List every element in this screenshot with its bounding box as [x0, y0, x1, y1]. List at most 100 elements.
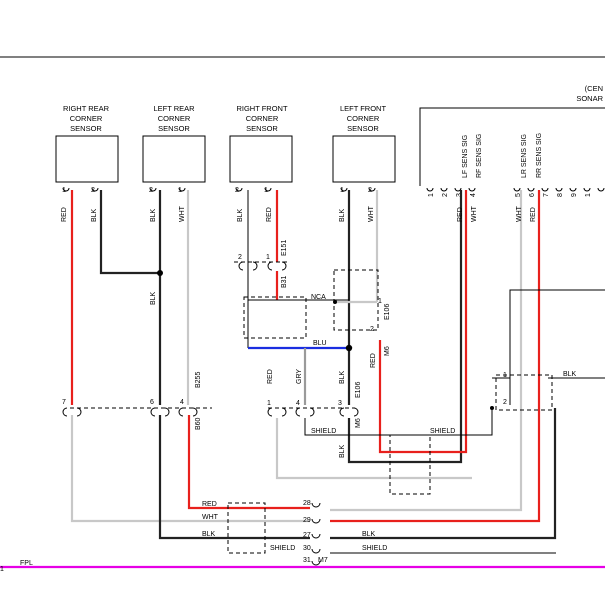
- sensor-title-line: SENSOR: [347, 124, 379, 133]
- connector-id: M7: [318, 557, 328, 564]
- pin-number: 2: [503, 399, 507, 406]
- sensor-title-line: LEFT REAR: [153, 104, 195, 113]
- module-title: SONAR: [576, 94, 603, 103]
- wire-red: [187, 415, 310, 510]
- wire-color-label: BLU: [313, 340, 327, 347]
- pin-number: 1: [378, 298, 382, 305]
- sonar-module: (CEN SONAR LF SENS SIG RF SENS SIG LR SE…: [419, 84, 605, 197]
- wire-color-label: WHT: [516, 205, 523, 222]
- wire-color-label: WHT: [368, 205, 375, 222]
- wire-color-label: NCA: [311, 294, 326, 301]
- pin-number: 4: [296, 400, 300, 407]
- sensor-body: [332, 135, 396, 183]
- left-front-sensor: LEFT FRONT CORNER SENSOR 1 2: [332, 104, 396, 194]
- sensor-title-line: SENSOR: [158, 124, 190, 133]
- shield-boundary: [243, 296, 307, 339]
- sensor-title-line: RIGHT REAR: [63, 104, 110, 113]
- pin-number: 5: [515, 193, 522, 197]
- wire-color-label: BLK: [339, 444, 346, 458]
- shield-boundary: [389, 434, 431, 495]
- wire-color-label: BLK: [91, 208, 98, 222]
- connector-id: B60: [195, 417, 202, 430]
- pin-number: 7: [543, 193, 550, 197]
- wire-color-label: RED: [530, 207, 537, 222]
- module-pin-label: RF SENS SIG: [476, 134, 483, 178]
- left-rear-sensor: LEFT REAR CORNER SENSOR 2 1: [142, 104, 206, 194]
- pin-number: 1: [585, 193, 592, 197]
- pin-number: 6: [150, 399, 154, 406]
- connector-terminals: [62, 261, 359, 566]
- wire-color-label: WHT: [471, 205, 478, 222]
- wire-color-label: WHT: [202, 514, 219, 521]
- pin-number: 1: [428, 193, 435, 197]
- connector-id: B31: [281, 275, 288, 288]
- wire-color-label: BLK: [150, 208, 157, 222]
- pin-number: 3: [456, 193, 463, 197]
- sensor-title-line: CORNER: [347, 114, 380, 123]
- connector-id: B255: [195, 372, 202, 388]
- wire-black: [347, 190, 463, 464]
- wire-black: [509, 289, 605, 405]
- sensor-body: [229, 135, 293, 183]
- pin-number: 1: [266, 254, 270, 261]
- pin-number: 8: [557, 193, 564, 197]
- wire-color-label: BLK: [339, 208, 346, 222]
- pin-number: 27: [303, 532, 311, 539]
- wire-color-label: RED: [266, 207, 273, 222]
- pin-number: 30: [303, 545, 311, 552]
- shield-boundary: [333, 269, 379, 331]
- wire-color-label: BLK: [362, 531, 376, 538]
- pin-number: 1: [267, 400, 271, 407]
- module-pin-label: LR SENS SIG: [521, 134, 528, 178]
- sensor-title-line: CORNER: [158, 114, 191, 123]
- wire-black: [330, 408, 557, 540]
- shield-boundary: [227, 502, 266, 554]
- wire-white: [275, 418, 472, 480]
- wire-color-label: BLK: [339, 370, 346, 384]
- shield-boundary: [495, 374, 553, 411]
- wire-color-label: BLK: [237, 208, 244, 222]
- sensor-body: [142, 135, 206, 183]
- module-pin-row: 1 2 3 4 5 6 7 8 9 1: [428, 193, 592, 197]
- module-pin-terminals: [426, 187, 605, 192]
- connector-id: E106: [384, 304, 391, 320]
- pin-number: 4: [180, 399, 184, 406]
- connector-id: E151: [281, 240, 288, 256]
- wire-color-label: SHIELD: [270, 545, 295, 552]
- pin-number: 4: [470, 193, 477, 197]
- wire-black: [158, 415, 310, 540]
- sensor-pin-terminals: [62, 187, 376, 192]
- wire-color-label: RED: [267, 369, 274, 384]
- pin-number: 2: [442, 193, 449, 197]
- pin-number: 2: [370, 326, 374, 333]
- pin-number: 29: [303, 517, 311, 524]
- wire-color-label: BLK: [202, 531, 216, 538]
- sensor-title-line: CORNER: [246, 114, 279, 123]
- connector-id: M6: [384, 346, 391, 356]
- wire-color-label: BLK: [150, 291, 157, 305]
- pin-number: 6: [529, 193, 536, 197]
- splice-dot: [157, 270, 163, 276]
- wire-white: [330, 190, 523, 512]
- wire-red: [378, 190, 468, 454]
- splice-dot: [490, 406, 494, 410]
- wire-color-label: SHIELD: [311, 428, 336, 435]
- wire-color-label: SHIELD: [430, 428, 455, 435]
- sensor-title-line: LEFT FRONT: [340, 104, 387, 113]
- footer-bus-label: FPL: [20, 560, 33, 567]
- pin-number: 1: [503, 372, 507, 379]
- sensor-title-line: CORNER: [70, 114, 103, 123]
- module-body: [419, 107, 605, 186]
- splice-dot: [345, 344, 353, 352]
- pin-number: 28: [303, 500, 311, 507]
- pin-number: 9: [571, 193, 578, 197]
- sensor-title-line: SENSOR: [70, 124, 102, 133]
- pin-number: 31: [303, 557, 311, 564]
- wire-color-label: SHIELD: [362, 545, 387, 552]
- sensor-body: [55, 135, 119, 183]
- module-title: (CEN: [585, 84, 603, 93]
- right-front-sensor: RIGHT FRONT CORNER SENSOR 2 1: [229, 104, 293, 194]
- sensor-title-line: SENSOR: [246, 124, 278, 133]
- pin-number: 2: [238, 254, 242, 261]
